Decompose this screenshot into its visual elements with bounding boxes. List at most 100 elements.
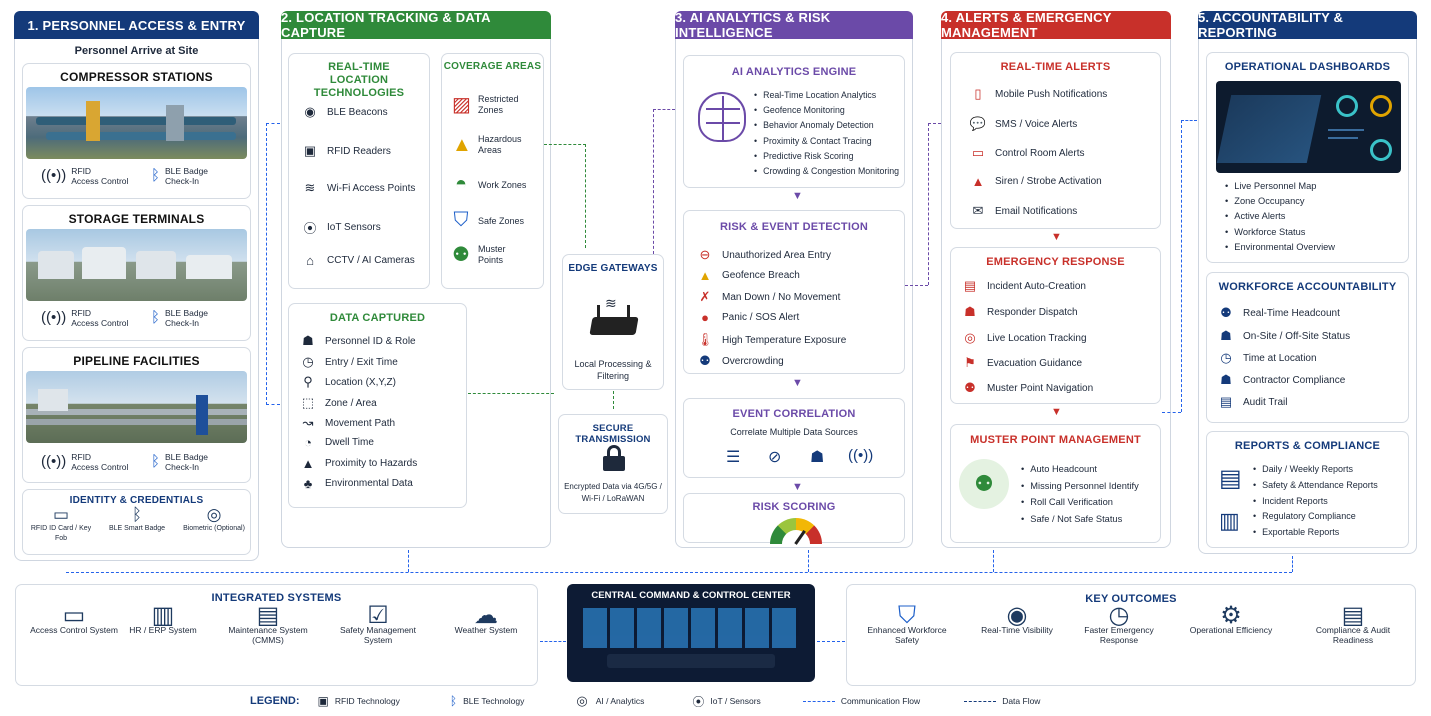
person-icon: ☗: [810, 449, 825, 466]
zone-item: ⚉Muster Points: [452, 243, 506, 266]
router-icon: ≋: [585, 295, 643, 341]
path-icon: ↝: [302, 415, 314, 430]
integrated-title: INTEGRATED SYSTEMS: [211, 592, 342, 604]
clipboard-check-icon: ▤: [1341, 602, 1365, 629]
report-item: Safety & Attendance Reports: [1253, 478, 1378, 494]
arrive-label: Personnel Arrive at Site: [74, 45, 199, 57]
id-card-icon: ▭: [52, 505, 70, 524]
central-title: CENTRAL COMMAND & CONTROL CENTER: [591, 590, 791, 601]
siren-icon: ▲: [971, 174, 985, 189]
coverage-title: COVERAGE AREAS: [443, 61, 542, 72]
flow-line: [540, 641, 566, 642]
flow-line: [266, 123, 267, 405]
workforce-title: WORKFORCE ACCOUNTABILITY: [1218, 281, 1397, 293]
outcome-compliance: ▤Compliance & Audit Readiness: [1299, 602, 1407, 646]
workforce-item: ◷Time at Location: [1217, 350, 1316, 366]
real-time-alerts-card: REAL-TIME ALERTS ▯Mobile Push Notificati…: [950, 52, 1161, 229]
site-photo: [26, 87, 247, 159]
integrated-maintenance: ▤Maintenance System (CMMS): [212, 604, 324, 646]
no-entry-icon: ⊖: [699, 247, 711, 262]
iot-sensor-icon: ⦿: [303, 221, 317, 236]
emergency-response-card: EMERGENCY RESPONSE ▤Incident Auto-Creati…: [950, 247, 1161, 404]
rtl-title: REAL-TIME LOCATION TECHNOLOGIES: [313, 61, 405, 99]
rfid-icon: ((•)): [41, 167, 67, 184]
bluetooth-icon: ᛒ: [151, 453, 161, 470]
shield-check-icon: ⛉: [898, 602, 916, 629]
alert-item: 💬SMS / Voice Alerts: [969, 116, 1078, 131]
workforce-item: ☗Contractor Compliance: [1217, 372, 1345, 388]
warning-icon: ▲: [698, 268, 712, 283]
legend-item: BLE Technology: [463, 696, 525, 706]
chat-icon: 💬: [969, 116, 987, 131]
flow-line: [928, 123, 929, 285]
beacon-icon: ◉: [304, 104, 316, 119]
outcome-response: ◷Faster Emergency Response: [1069, 604, 1169, 646]
camera-icon: ⌂: [306, 253, 314, 268]
event-correlation-card: EVENT CORRELATION Correlate Multiple Dat…: [683, 398, 905, 478]
corr-desc: Correlate Multiple Data Sources: [730, 427, 858, 437]
risk-item: ⊖Unauthorized Area Entry: [696, 247, 831, 263]
dashboard-screen: [1216, 81, 1401, 173]
emergency-item: ▤Incident Auto-Creation: [961, 278, 1086, 294]
person-icon: ☗: [302, 333, 314, 348]
alert-item: ✉Email Notifications: [969, 203, 1078, 219]
biometric: ◎Biometric (Optional): [179, 505, 249, 534]
leaf-icon: ♣: [303, 476, 313, 491]
coverage-card: COVERAGE AREAS ▨Restricted Zones ▲Hazard…: [441, 53, 544, 289]
ai-legend-icon: ◎: [576, 693, 588, 708]
database-icon: ☰: [726, 449, 741, 466]
timer-icon: ◔: [304, 435, 312, 450]
flow-line: [1181, 120, 1182, 412]
flow-line: [653, 109, 675, 110]
running-icon: ⚑: [964, 355, 976, 370]
iot-legend-icon: ⦿: [692, 694, 705, 709]
ble-label: BLE Badge: [165, 308, 209, 318]
risk-title: RISK & EVENT DETECTION: [719, 221, 869, 233]
ble-label: BLE Badge: [165, 166, 209, 176]
legend-label: LEGEND:: [250, 695, 300, 707]
fingerprint-icon: ◎: [206, 505, 222, 524]
dash-item: Zone Occupancy: [1225, 194, 1335, 209]
outcome-safety: ⛉Enhanced Workforce Safety: [857, 602, 957, 646]
risk-item: ▲Geofence Breach: [696, 268, 800, 283]
monitor-icon: ▭: [62, 602, 86, 629]
engine-item: Proximity & Contact Tracing: [754, 134, 899, 149]
legend-item: RFID Technology: [334, 696, 400, 706]
ai-engine-card: AI ANALYTICS ENGINE Real-Time Location A…: [683, 55, 905, 188]
captured-item: ⬚Zone / Area: [299, 395, 377, 411]
rtl-item: ◉BLE Beacons: [301, 104, 387, 120]
captured-item: ◷Entry / Exit Time: [299, 354, 397, 370]
emergency-item: ◎Live Location Tracking: [961, 330, 1086, 346]
man-down-icon: ✗: [699, 289, 711, 304]
workforce-card: WORKFORCE ACCOUNTABILITY ⚉Real-Time Head…: [1206, 272, 1409, 423]
flow-line: [408, 550, 409, 572]
captured-item: ↝Movement Path: [299, 415, 396, 431]
edge-desc: Local Processing & Filtering: [574, 359, 652, 381]
flow-line: [1292, 556, 1293, 572]
flow-line: [585, 144, 586, 248]
report-item: Regulatory Compliance: [1253, 509, 1378, 525]
risk-detection-card: RISK & EVENT DETECTION ⊖Unauthorized Are…: [683, 210, 905, 374]
bluetooth-icon: ᛒ: [151, 309, 161, 326]
dash-item: Workforce Status: [1225, 225, 1335, 240]
hardhat-icon: ◓: [454, 173, 468, 195]
incident-icon: ▤: [963, 278, 977, 293]
arrow-down: ▼: [1051, 231, 1062, 243]
outcomes-title: KEY OUTCOMES: [1085, 593, 1177, 605]
site-title: STORAGE TERMINALS: [68, 212, 205, 226]
flow-line: [817, 641, 845, 642]
flow-line: [266, 404, 280, 405]
muster-point-card: MUSTER POINT MANAGEMENT ⚉ Auto Headcount…: [950, 424, 1161, 543]
workforce-item: ☗On-Site / Off-Site Status: [1217, 328, 1350, 344]
site-photo: [26, 229, 247, 301]
arrow-down: ▼: [792, 190, 803, 202]
secure-transmission-card: SECURE TRANSMISSION Encrypted Data via 4…: [558, 414, 668, 514]
engine-item: Crowding & Congestion Monitoring: [754, 164, 899, 179]
captured-item: ⚲Location (X,Y,Z): [299, 374, 396, 390]
workforce-item: ▤Audit Trail: [1217, 394, 1288, 410]
emergency-title: EMERGENCY RESPONSE: [986, 256, 1125, 268]
